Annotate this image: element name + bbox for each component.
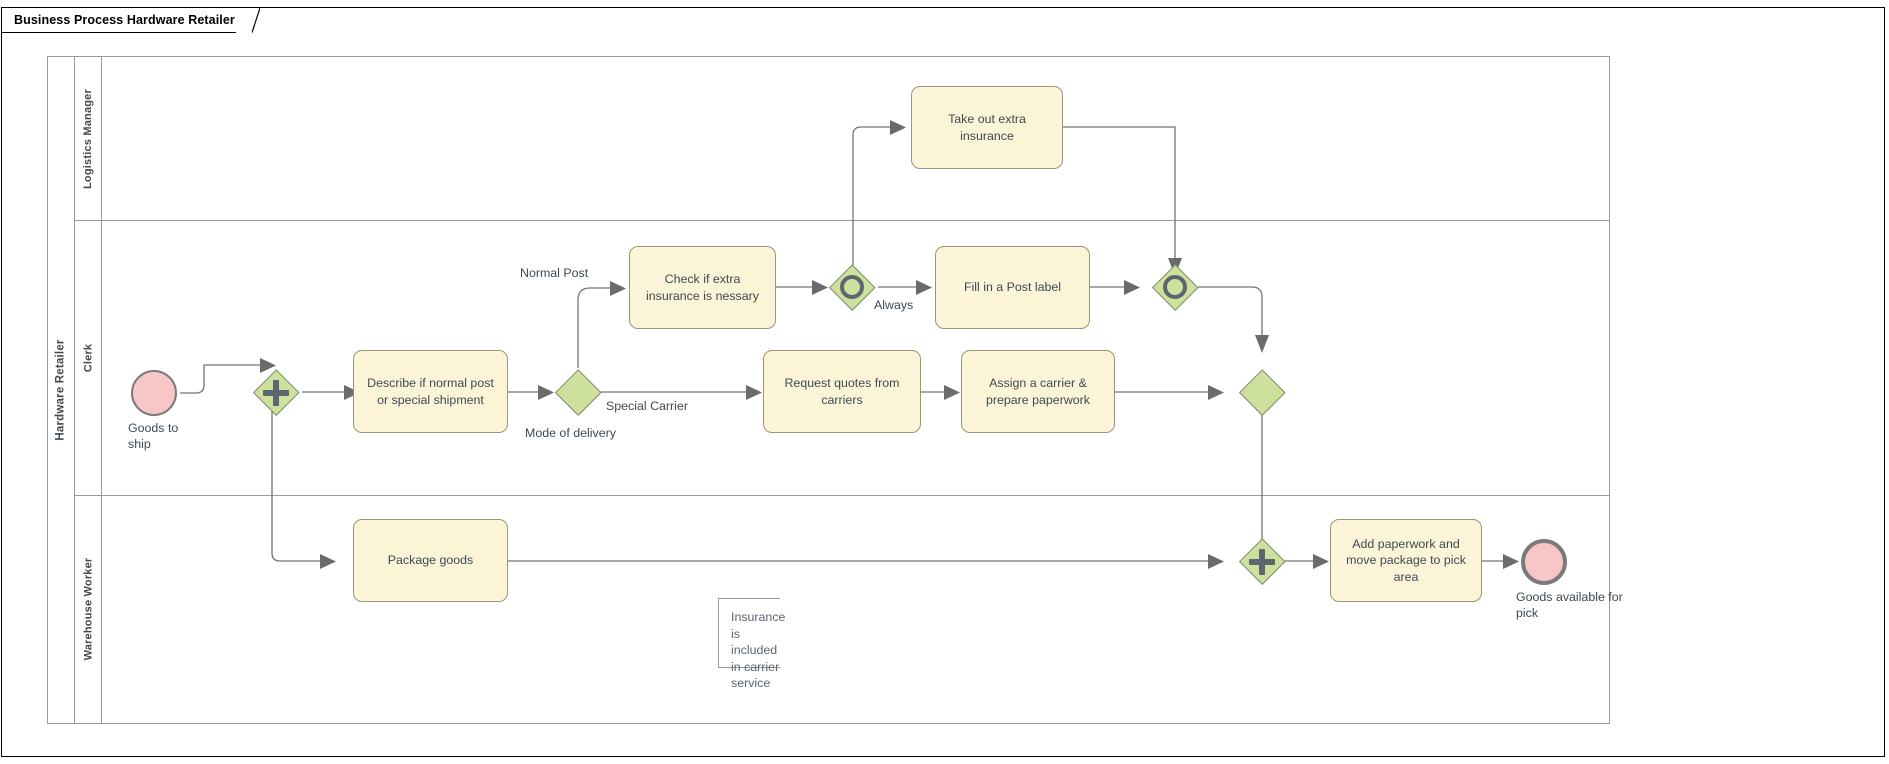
flow-label-special-carrier: Special Carrier <box>606 399 688 413</box>
gateway-diamond <box>1238 368 1285 415</box>
gateway-exclusive-merge[interactable] <box>1238 368 1285 415</box>
annotation-text: Insurance is included in carrier service <box>731 610 786 690</box>
annotation-bracket-icon <box>718 598 780 668</box>
task-request-quotes-from-carriers[interactable]: Request quotes from carriers <box>763 350 921 433</box>
lane-header-logistics-manager: Logistics Manager <box>75 57 102 220</box>
flow-label-always: Always <box>874 298 914 312</box>
gateway-diamond <box>554 368 601 415</box>
text-annotation-insurance-note[interactable]: Insurance is included in carrier service <box>718 598 785 690</box>
task-label: Take out extra insurance <box>948 112 1026 143</box>
task-take-out-extra-insurance[interactable]: Take out extra insurance <box>911 86 1063 169</box>
flow-label-normal-post: Normal Post <box>520 266 589 280</box>
gateway-event-based-after-post-label[interactable] <box>1151 263 1198 310</box>
task-add-paperwork-and-move-package-to-pick-area[interactable]: Add paperwork and move package to pick a… <box>1330 519 1482 602</box>
gateway-label-mode-of-delivery: Mode of delivery <box>525 426 616 440</box>
lane-header-warehouse-worker: Warehouse Worker <box>75 495 102 723</box>
pool-name-label: Hardware Retailer <box>55 339 68 441</box>
task-label: Package goods <box>387 553 474 568</box>
lane-divider-1 <box>75 220 1609 221</box>
task-label: Assign a carrier & prepare paperwork <box>985 376 1090 407</box>
task-label: Fill in a Post label <box>963 280 1062 295</box>
gateway-parallel-split[interactable] <box>252 368 299 415</box>
plus-icon <box>1259 548 1265 575</box>
task-fill-in-a-post-label[interactable]: Fill in a Post label <box>935 246 1090 329</box>
title-tab-slash-icon <box>236 8 260 33</box>
end-event-goods-available-for-pick[interactable] <box>1521 539 1567 585</box>
gateway-parallel-join[interactable] <box>1238 537 1285 584</box>
task-package-goods[interactable]: Package goods <box>353 519 508 602</box>
diagram-title-label: Business Process Hardware Retailer <box>14 13 235 27</box>
lane-label-warehouse-worker: Warehouse Worker <box>82 557 94 661</box>
task-label: Add paperwork and move package to pick a… <box>1346 537 1466 584</box>
lane-logistics-manager[interactable]: Logistics Manager <box>75 57 1609 220</box>
task-label: Describe if normal post or special shipm… <box>367 376 494 407</box>
task-label: Check if extra insurance is nessary <box>646 272 759 303</box>
gateway-mode-of-delivery[interactable] <box>554 368 601 415</box>
lane-clerk[interactable]: Clerk <box>75 220 1609 495</box>
start-event-label: Goods to ship <box>128 421 179 452</box>
task-check-if-extra-insurance-is-nessary[interactable]: Check if extra insurance is nessary <box>629 246 776 329</box>
lane-warehouse-worker[interactable]: Warehouse Worker <box>75 495 1609 723</box>
plus-icon <box>273 379 279 406</box>
lane-label-logistics-manager: Logistics Manager <box>82 88 95 189</box>
circle-event-icon <box>840 275 864 299</box>
diagram-title-tab[interactable]: Business Process Hardware Retailer <box>2 8 245 33</box>
lane-header-clerk: Clerk <box>75 220 102 495</box>
task-describe-if-normal-post-or-special-shipment[interactable]: Describe if normal post or special shipm… <box>353 350 508 433</box>
lane-label-clerk: Clerk <box>82 343 94 372</box>
lane-divider-2 <box>75 495 1609 496</box>
pool-header: Hardware Retailer <box>48 57 75 723</box>
circle-event-icon <box>1163 275 1187 299</box>
task-assign-a-carrier-prepare-paperwork[interactable]: Assign a carrier & prepare paperwork <box>961 350 1115 433</box>
start-event-goods-to-ship[interactable] <box>131 370 177 416</box>
task-label: Request quotes from carriers <box>784 376 900 407</box>
gateway-event-based-after-insurance-check[interactable] <box>828 263 875 310</box>
end-event-label: Goods available for pick <box>1516 590 1623 621</box>
